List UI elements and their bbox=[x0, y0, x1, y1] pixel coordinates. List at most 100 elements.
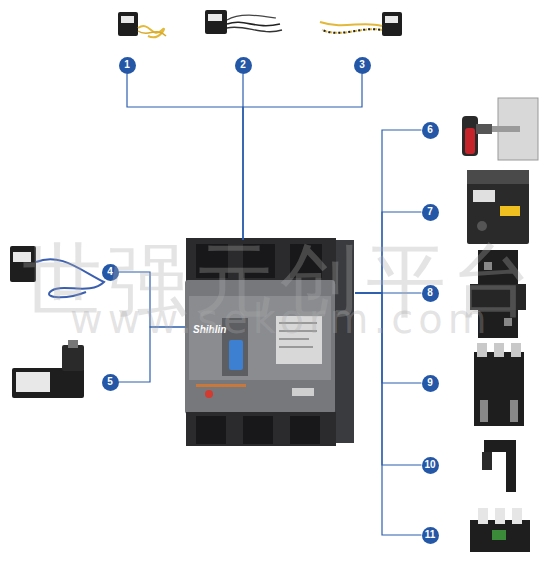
leader-line bbox=[119, 327, 186, 382]
callout-text: 4 bbox=[107, 267, 113, 277]
rotary-handle-accessory bbox=[490, 126, 520, 132]
callout-text: 11 bbox=[425, 530, 436, 540]
terminal-cover-accessory bbox=[512, 508, 522, 524]
callout-number: 6 bbox=[422, 122, 439, 139]
circuit-breaker-illustration bbox=[196, 416, 226, 444]
callout-text: 6 bbox=[427, 125, 433, 135]
rotary-handle-accessory bbox=[462, 98, 538, 160]
watermark: www.sekorm.com bbox=[70, 296, 492, 342]
circuit-breaker-illustration bbox=[243, 416, 273, 444]
alarm-switch-accessory bbox=[385, 16, 398, 23]
leader-line bbox=[243, 74, 362, 241]
callout-number: 10 bbox=[422, 457, 439, 474]
terminal-cover-accessory bbox=[478, 508, 488, 524]
shunt-trip-accessory bbox=[118, 12, 138, 36]
undervoltage-coil-accessory bbox=[13, 252, 31, 262]
circuit-breaker-illustration bbox=[205, 390, 213, 398]
undervoltage-release-accessory bbox=[12, 368, 84, 398]
callout-text: 2 bbox=[240, 60, 246, 70]
rear-connection-accessory bbox=[494, 343, 504, 357]
callout-text: 10 bbox=[424, 460, 435, 470]
callout-text: 8 bbox=[427, 288, 433, 298]
circuit-breaker-illustration bbox=[185, 280, 335, 414]
leader-line bbox=[355, 293, 422, 535]
rear-connection-accessory bbox=[477, 343, 487, 357]
callout-number: 4 bbox=[102, 264, 119, 281]
circuit-breaker-illustration bbox=[292, 388, 314, 396]
plug-in-base-accessory bbox=[484, 262, 492, 270]
callout-text: 7 bbox=[427, 207, 433, 217]
circuit-breaker-illustration bbox=[279, 346, 313, 348]
shunt-trip-accessory bbox=[118, 12, 166, 37]
plug-in-base-accessory bbox=[470, 284, 526, 310]
auxiliary-switch-accessory bbox=[227, 15, 276, 20]
callout-number: 11 bbox=[422, 527, 439, 544]
circuit-breaker-illustration bbox=[290, 244, 322, 278]
auxiliary-switch-accessory bbox=[205, 10, 227, 34]
circuit-breaker-illustration bbox=[229, 340, 243, 370]
undervoltage-release-accessory bbox=[16, 372, 50, 392]
plug-in-base-accessory bbox=[504, 318, 512, 326]
auxiliary-switch-accessory bbox=[205, 10, 282, 34]
auxiliary-switch-accessory bbox=[208, 14, 222, 21]
alarm-switch-accessory bbox=[320, 22, 382, 26]
circuit-breaker-illustration bbox=[186, 412, 336, 446]
circuit-breaker-illustration bbox=[189, 296, 331, 380]
callout-number: 7 bbox=[422, 204, 439, 221]
circuit-breaker-illustration bbox=[279, 322, 317, 324]
circuit-breaker-illustration bbox=[196, 244, 228, 278]
alarm-switch-accessory bbox=[382, 12, 402, 36]
callout-number: 9 bbox=[422, 375, 439, 392]
rear-connection-accessory bbox=[474, 343, 524, 426]
shunt-trip-accessory bbox=[138, 31, 166, 36]
callout-text: 3 bbox=[359, 60, 365, 70]
alarm-switch-accessory bbox=[322, 29, 382, 33]
undervoltage-coil-accessory bbox=[36, 259, 104, 297]
circuit-breaker-illustration bbox=[290, 416, 320, 444]
circuit-breaker-illustration bbox=[276, 316, 322, 364]
padlock-device-accessory bbox=[482, 440, 516, 492]
callout-number: 8 bbox=[422, 285, 439, 302]
auxiliary-switch-accessory bbox=[227, 27, 282, 32]
rear-connection-accessory bbox=[511, 343, 521, 357]
plug-in-base-accessory bbox=[470, 250, 526, 338]
terminal-cover-accessory bbox=[470, 520, 530, 552]
undervoltage-release-accessory bbox=[12, 340, 84, 398]
callout-number: 5 bbox=[102, 374, 119, 391]
watermark: 世强元创平台 bbox=[22, 228, 538, 336]
motor-operator-accessory bbox=[467, 170, 529, 184]
motor-operator-accessory bbox=[477, 221, 487, 231]
circuit-breaker-illustration bbox=[186, 238, 336, 284]
brand-logo: Shihlin bbox=[193, 324, 226, 335]
callout-number: 1 bbox=[119, 57, 136, 74]
circuit-breaker: Shihlin bbox=[185, 240, 355, 445]
rear-connection-accessory bbox=[510, 400, 518, 422]
motor-operator-accessory bbox=[500, 206, 520, 216]
alarm-switch-accessory bbox=[322, 29, 382, 33]
circuit-breaker-illustration bbox=[196, 384, 246, 387]
rear-connection-accessory bbox=[480, 400, 488, 422]
rear-connection-accessory bbox=[474, 352, 524, 426]
shunt-trip-accessory bbox=[121, 16, 134, 23]
alarm-switch-accessory bbox=[320, 12, 402, 36]
padlock-device-accessory bbox=[482, 452, 492, 470]
callout-text: 5 bbox=[107, 377, 113, 387]
motor-operator-accessory bbox=[467, 170, 529, 244]
motor-operator-accessory bbox=[467, 170, 529, 244]
plug-in-base-accessory bbox=[478, 310, 518, 338]
terminal-cover-accessory bbox=[492, 530, 506, 540]
motor-operator-accessory bbox=[473, 190, 495, 202]
callout-number: 3 bbox=[354, 57, 371, 74]
undervoltage-release-accessory bbox=[68, 340, 78, 348]
terminal-cover-accessory bbox=[495, 508, 505, 524]
callout-number: 2 bbox=[235, 57, 252, 74]
circuit-breaker-illustration bbox=[243, 244, 275, 278]
undervoltage-release-accessory bbox=[62, 345, 84, 371]
leader-line bbox=[355, 212, 422, 293]
callout-text: 1 bbox=[124, 60, 130, 70]
callout-text: 9 bbox=[427, 378, 433, 388]
auxiliary-switch-accessory bbox=[227, 22, 280, 25]
